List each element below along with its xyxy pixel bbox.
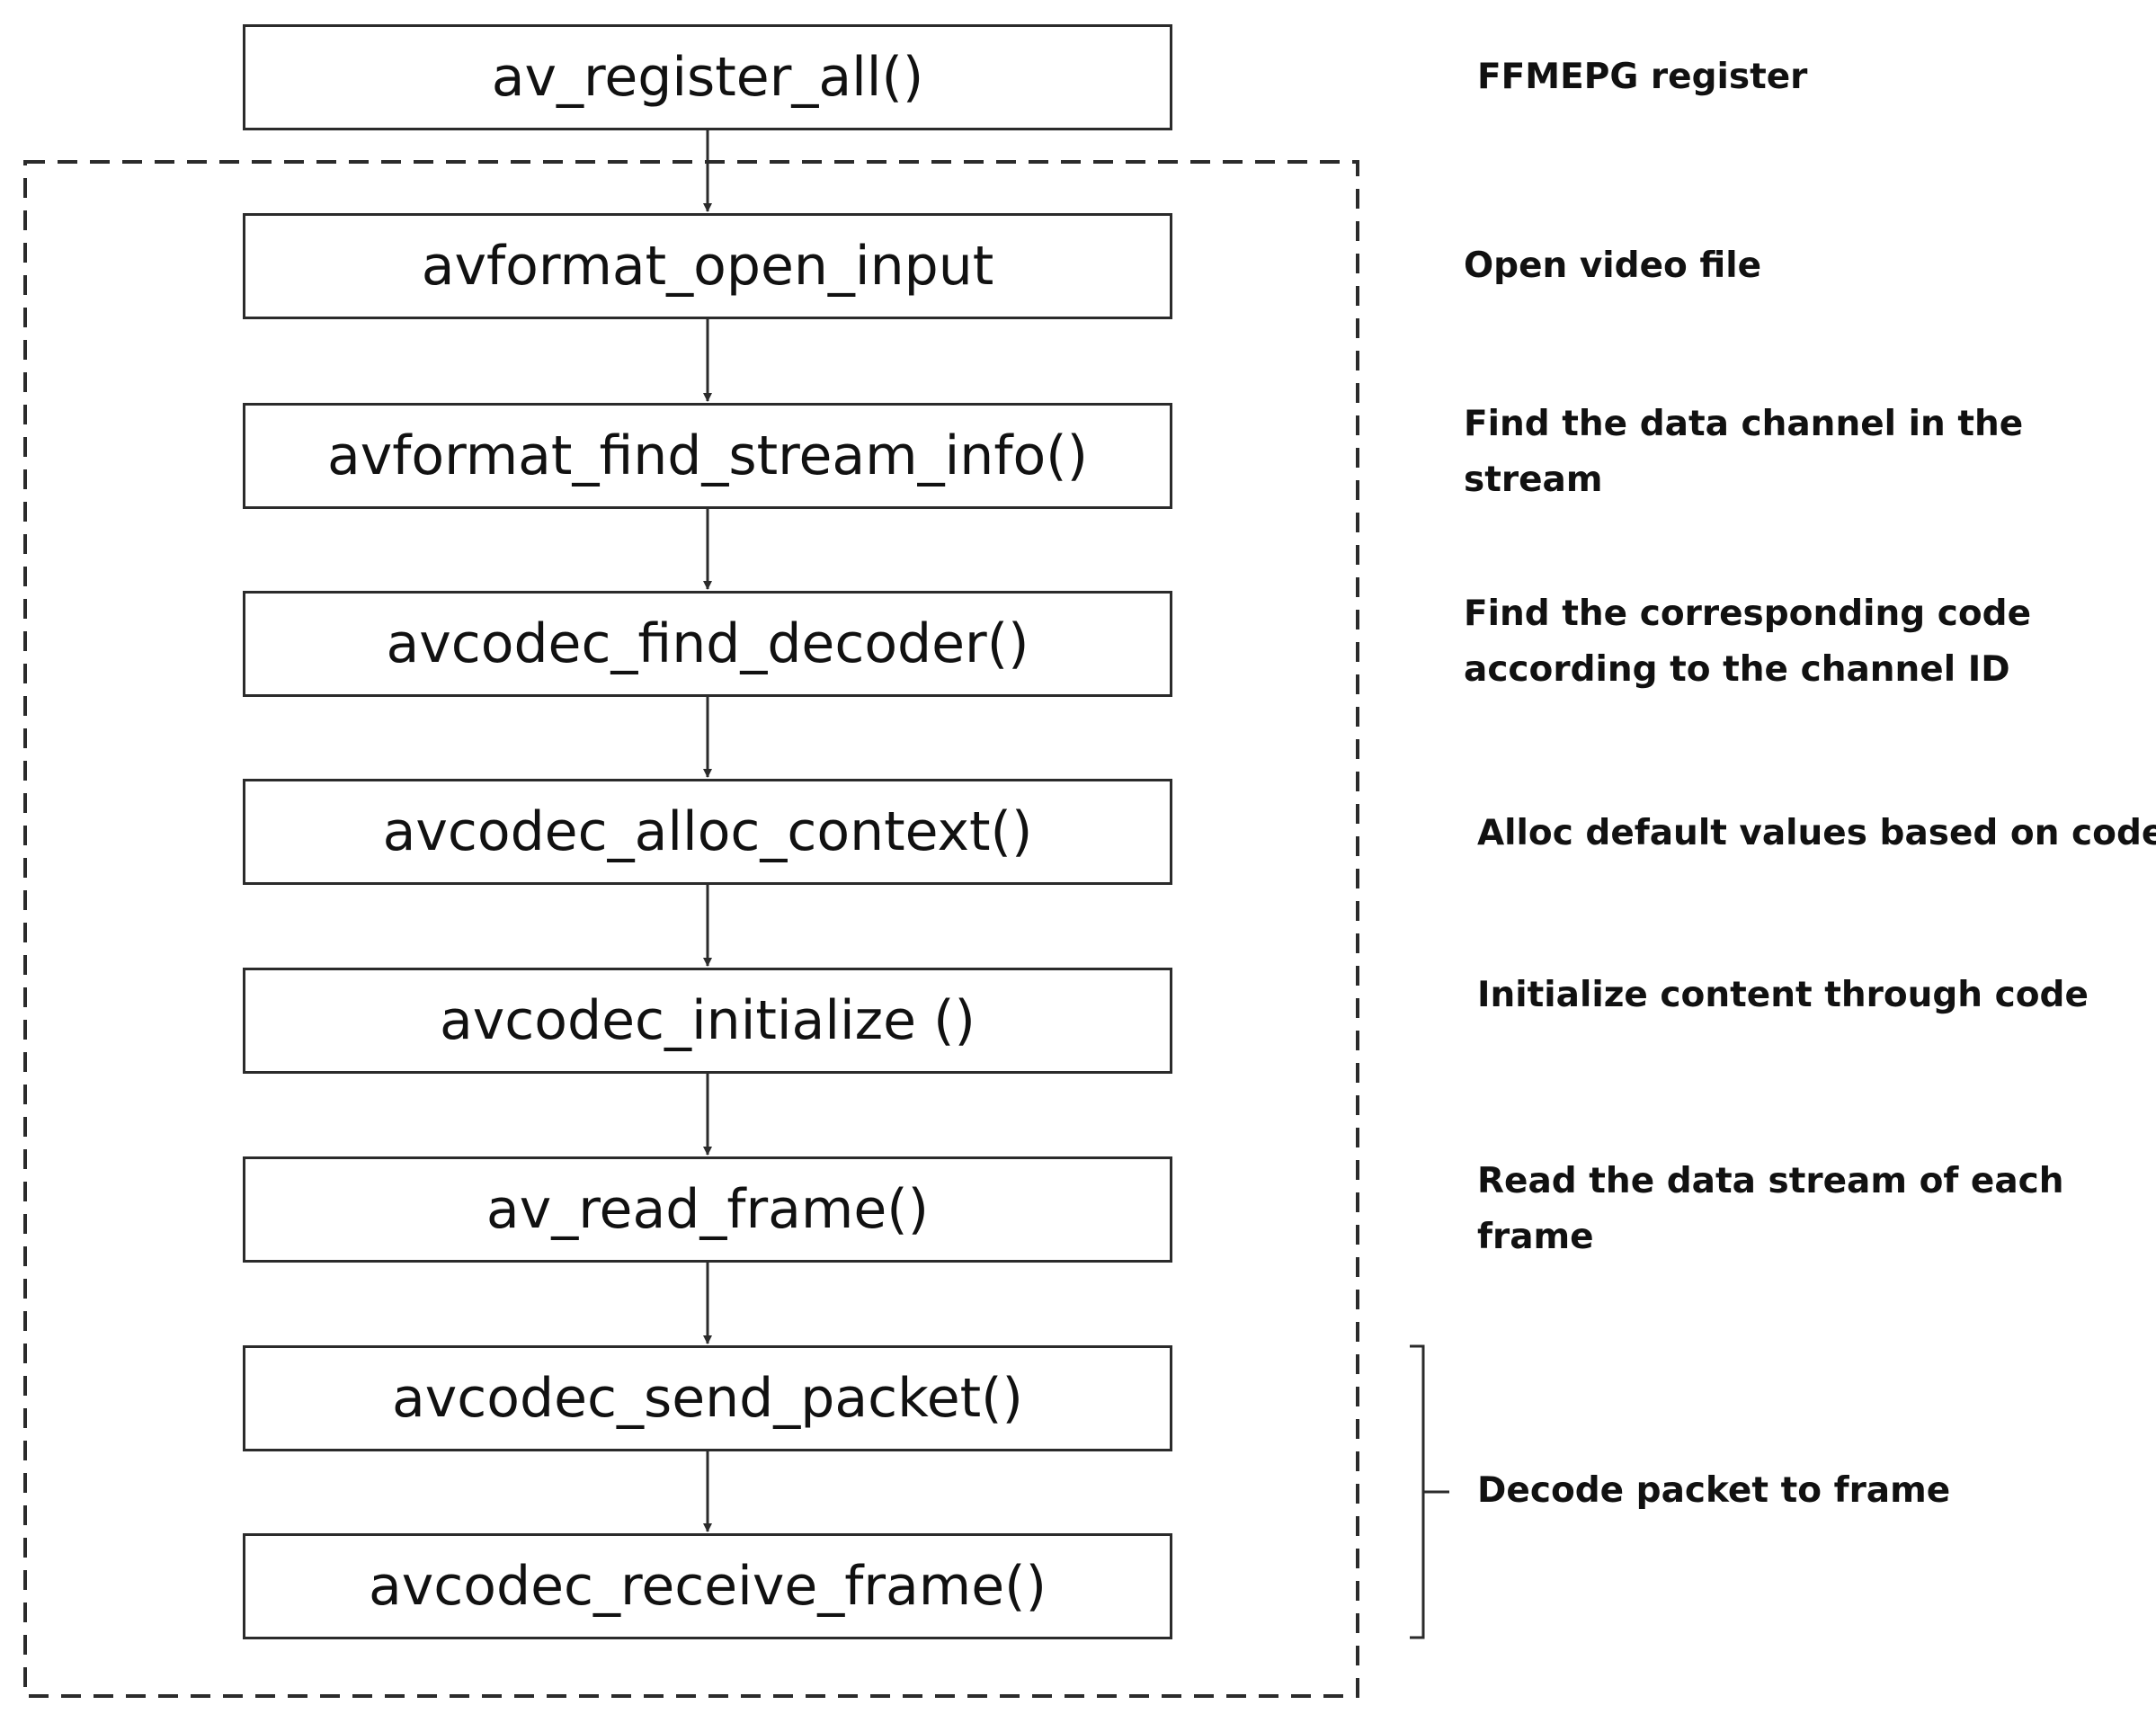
note-initialize-content: Initialize content through code [1477, 968, 2089, 1023]
step-box-avcodec-send-packet: avcodec_send_packet() [243, 1345, 1172, 1451]
note-alloc-default-values: Alloc default values based on code [1477, 806, 2156, 862]
note-line: Read the data stream of each [1477, 1161, 2064, 1201]
step-box-avcodec-alloc-context: avcodec_alloc_context() [243, 779, 1172, 885]
note-decode-packet-to-frame: Decode packet to frame [1477, 1463, 1950, 1519]
step-label: avcodec_receive_frame() [369, 1555, 1047, 1618]
step-label: avcodec_find_decoder() [386, 612, 1029, 675]
note-find-data-channel: Find the data channel in the stream [1464, 397, 2023, 508]
step-label: avformat_find_stream_info() [327, 424, 1088, 487]
note-line: Alloc default values based on code [1477, 813, 2156, 853]
note-line: Find the data channel in the [1464, 404, 2024, 444]
note-open-video-file: Open video file [1464, 238, 1761, 294]
step-box-av-register-all: av_register_all() [243, 24, 1172, 130]
step-label: avcodec_send_packet() [392, 1367, 1023, 1430]
note-line: Initialize content through code [1477, 975, 2089, 1015]
step-label: avcodec_alloc_context() [382, 800, 1033, 863]
step-box-avcodec-receive-frame: avcodec_receive_frame() [243, 1533, 1172, 1639]
step-box-avcodec-find-decoder: avcodec_find_decoder() [243, 591, 1172, 697]
step-box-avformat-open-input: avformat_open_input [243, 213, 1172, 319]
step-label: avformat_open_input [421, 235, 994, 298]
note-read-data-stream: Read the data stream of each frame [1477, 1154, 2064, 1265]
note-line: stream [1464, 460, 1603, 500]
note-line: Find the corresponding code [1464, 594, 2032, 634]
note-line: according to the channel ID [1464, 649, 2010, 690]
step-label: avcodec_initialize () [440, 989, 976, 1052]
step-box-av-read-frame: av_read_frame() [243, 1156, 1172, 1263]
step-label: av_register_all() [491, 46, 924, 109]
step-box-avcodec-initialize: avcodec_initialize () [243, 968, 1172, 1074]
note-line: frame [1477, 1217, 1594, 1257]
step-label: av_read_frame() [486, 1178, 930, 1241]
step-box-avformat-find-stream-info: avformat_find_stream_info() [243, 403, 1172, 509]
note-line: Decode packet to frame [1477, 1470, 1951, 1511]
note-ffmpeg-register: FFMEPG register [1477, 49, 1807, 105]
note-line: FFMEPG register [1477, 57, 1808, 97]
dashed-scope-boundary [23, 160, 1359, 1698]
note-find-corresponding-code: Find the corresponding code according to… [1464, 586, 2031, 698]
decode-group-bracket [1410, 1344, 1449, 1639]
note-line: Open video file [1464, 246, 1762, 286]
